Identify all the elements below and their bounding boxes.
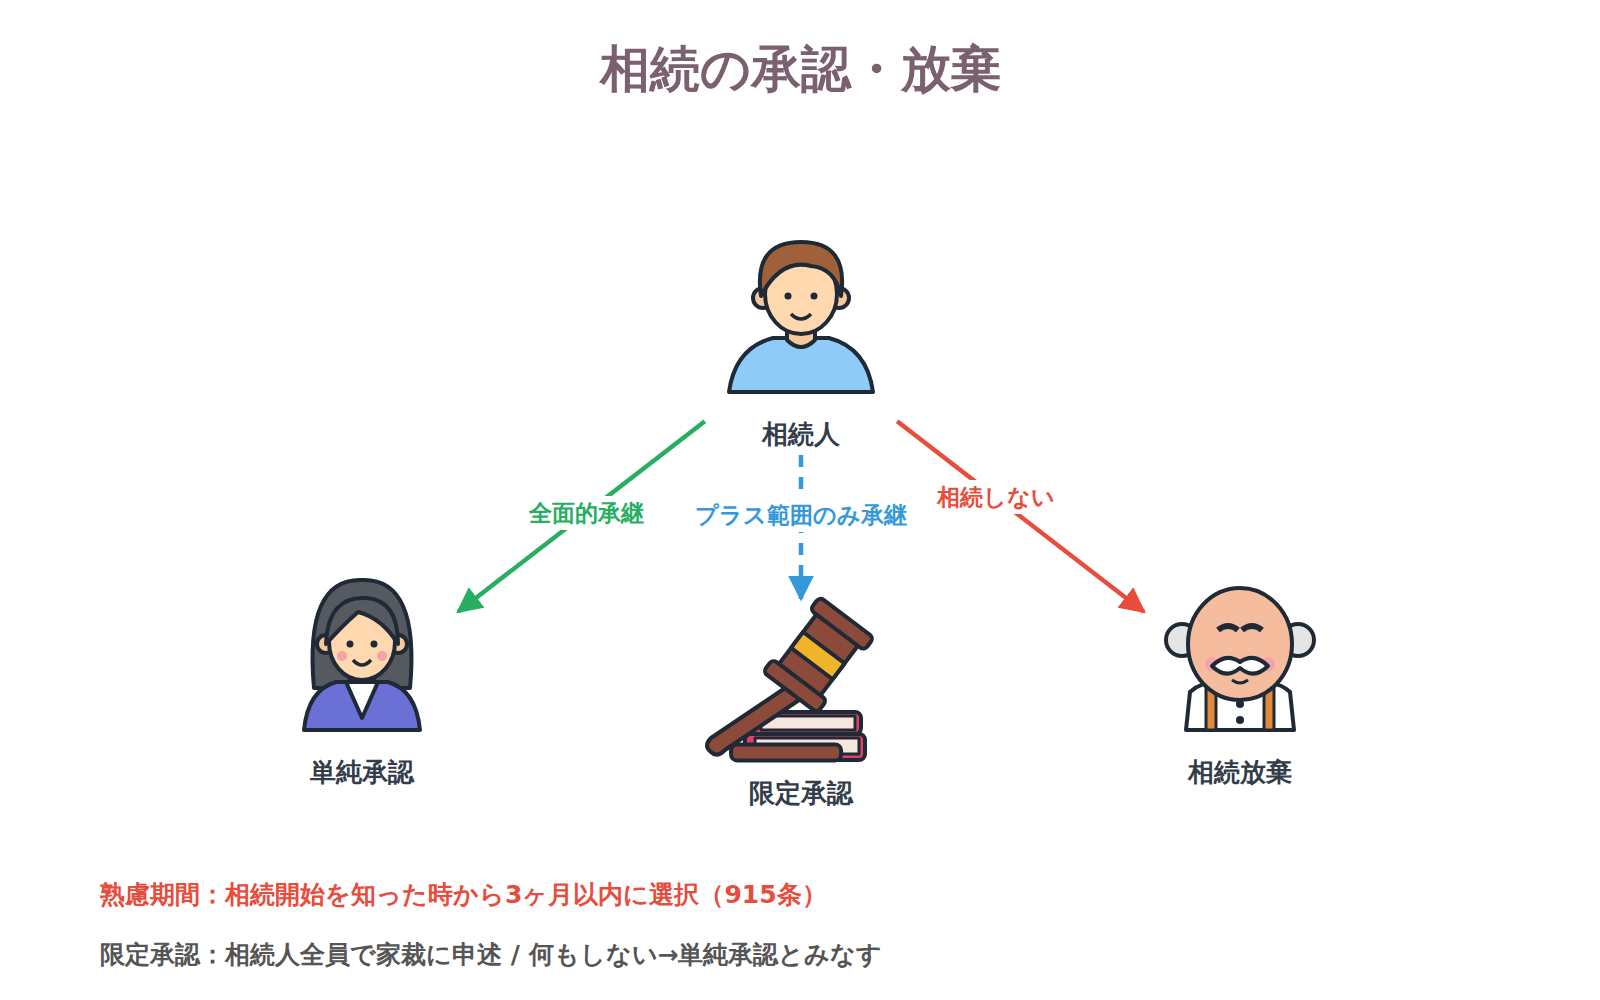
diagram-title: 相続の承認・放棄 <box>0 36 1600 103</box>
outcome-node: 単純承認 <box>269 583 455 789</box>
edge-label: プラス範囲のみ承継 <box>689 498 913 532</box>
old-man-icon <box>1166 588 1314 730</box>
footnote: 限定承認：相続人全員で家裁に申述 / 何もしない→単純承認とみなす <box>100 938 883 972</box>
node-label: 相続放棄 <box>1147 755 1333 789</box>
outcome-node: 限定承認 <box>708 603 894 810</box>
node-label: 限定承認 <box>708 776 894 810</box>
woman-icon <box>304 580 420 730</box>
connector-arrow <box>458 421 705 611</box>
node-label: 相続人 <box>708 417 894 451</box>
node-label: 単純承認 <box>269 755 455 789</box>
edge-label: 相続しない <box>931 480 1061 514</box>
edge-label: 全面的承継 <box>523 496 650 530</box>
outcome-node: 相続放棄 <box>1147 583 1333 789</box>
outcome-node: 相続人 <box>708 243 894 451</box>
connector-arrow <box>897 421 1144 611</box>
footnote: 熟慮期間：相続開始を知った時から3ヶ月以内に選択（915条） <box>100 878 827 912</box>
heir-icon <box>729 242 873 392</box>
